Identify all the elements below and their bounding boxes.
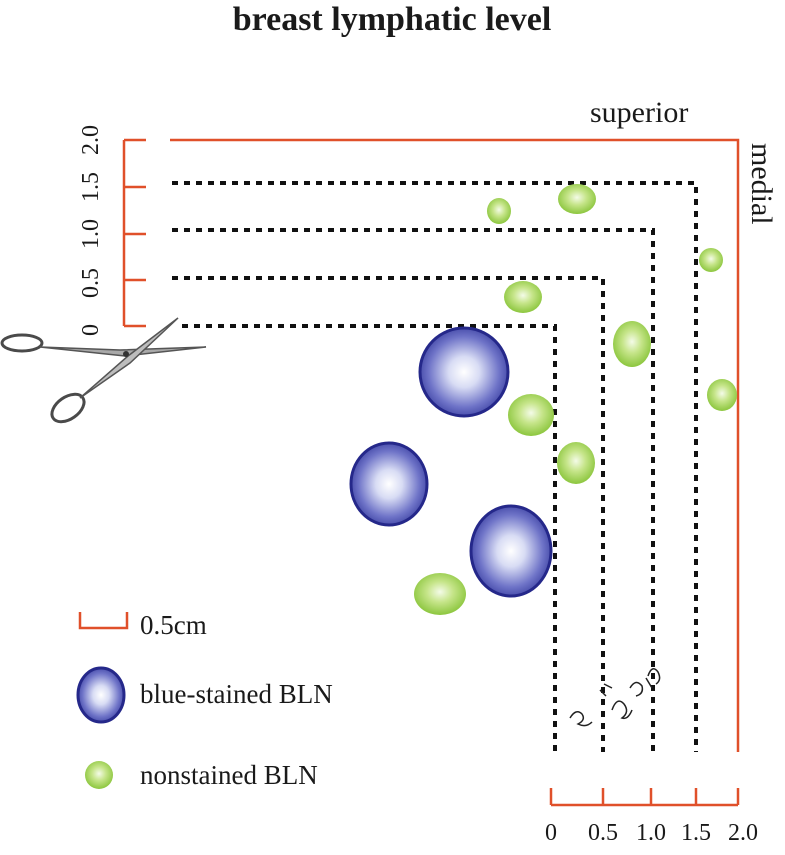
- nonstained-node: [699, 248, 723, 272]
- level-05-line: [172, 276, 605, 752]
- annotation-squiggles: [569, 668, 661, 727]
- diagram-title: breast lymphatic level: [233, 1, 552, 38]
- scissors-blade: [79, 317, 179, 399]
- bottom-tick-label: 1.0: [636, 820, 666, 846]
- nodes: [349, 184, 737, 615]
- nonstained-node: [557, 442, 595, 484]
- left-tick-label: 0.5: [78, 268, 104, 298]
- nonstained-node: [707, 379, 737, 411]
- superior-label: superior: [590, 96, 688, 129]
- scissors-icon: [0, 317, 207, 424]
- scissors-handle: [50, 392, 86, 424]
- left-scale-labels: 2.0 1.5 1.0 0.5 0: [78, 125, 104, 336]
- squiggle: [629, 677, 653, 697]
- nonstained-node: [414, 573, 466, 615]
- medial-label: medial: [745, 143, 778, 225]
- squiggle: [569, 711, 593, 727]
- scissors-blade: [39, 346, 207, 357]
- level-15-line: [172, 181, 698, 752]
- left-tick-label: 1.5: [78, 172, 104, 202]
- left-scale: [122, 138, 146, 328]
- nonstained-node: [613, 321, 651, 367]
- level-10-line: [172, 228, 655, 752]
- legend-scale-bar: [78, 612, 129, 630]
- bottom-scale: [549, 788, 740, 807]
- scissors-pivot: [123, 351, 129, 357]
- blue-stained-node: [418, 326, 510, 418]
- blue-stained-node: [349, 441, 429, 527]
- scissors-handle: [0, 333, 44, 353]
- legend-blue-label: blue-stained BLN: [140, 679, 333, 709]
- legend-green-label: nonstained BLN: [140, 760, 318, 790]
- legend-scale-label: 0.5cm: [140, 610, 207, 640]
- bottom-tick-label: 1.5: [681, 820, 711, 846]
- legend: 0.5cm blue-stained BLN nonstained BLN: [76, 610, 333, 790]
- level-0-line: [182, 324, 557, 752]
- bottom-tick-label: 0.5: [588, 820, 618, 846]
- legend-blue-swatch: [76, 666, 126, 724]
- nonstained-node: [558, 184, 596, 214]
- nonstained-node: [487, 198, 511, 224]
- left-tick-label: 2.0: [78, 125, 104, 155]
- level-2-boundary: [170, 138, 740, 752]
- bottom-tick-label: 2.0: [728, 820, 758, 846]
- left-tick-label: 0: [78, 324, 104, 336]
- squiggle: [647, 668, 661, 685]
- blue-stained-node: [469, 504, 553, 598]
- legend-green-swatch: [85, 761, 113, 789]
- squiggle: [599, 683, 613, 697]
- nonstained-node: [504, 281, 542, 313]
- nonstained-node: [508, 394, 554, 436]
- level-lines: [172, 181, 698, 752]
- squiggle: [611, 700, 633, 720]
- bottom-scale-labels: 0 0.5 1.0 1.5 2.0: [545, 820, 758, 846]
- left-tick-label: 1.0: [78, 219, 104, 249]
- bottom-tick-label: 0: [545, 820, 557, 846]
